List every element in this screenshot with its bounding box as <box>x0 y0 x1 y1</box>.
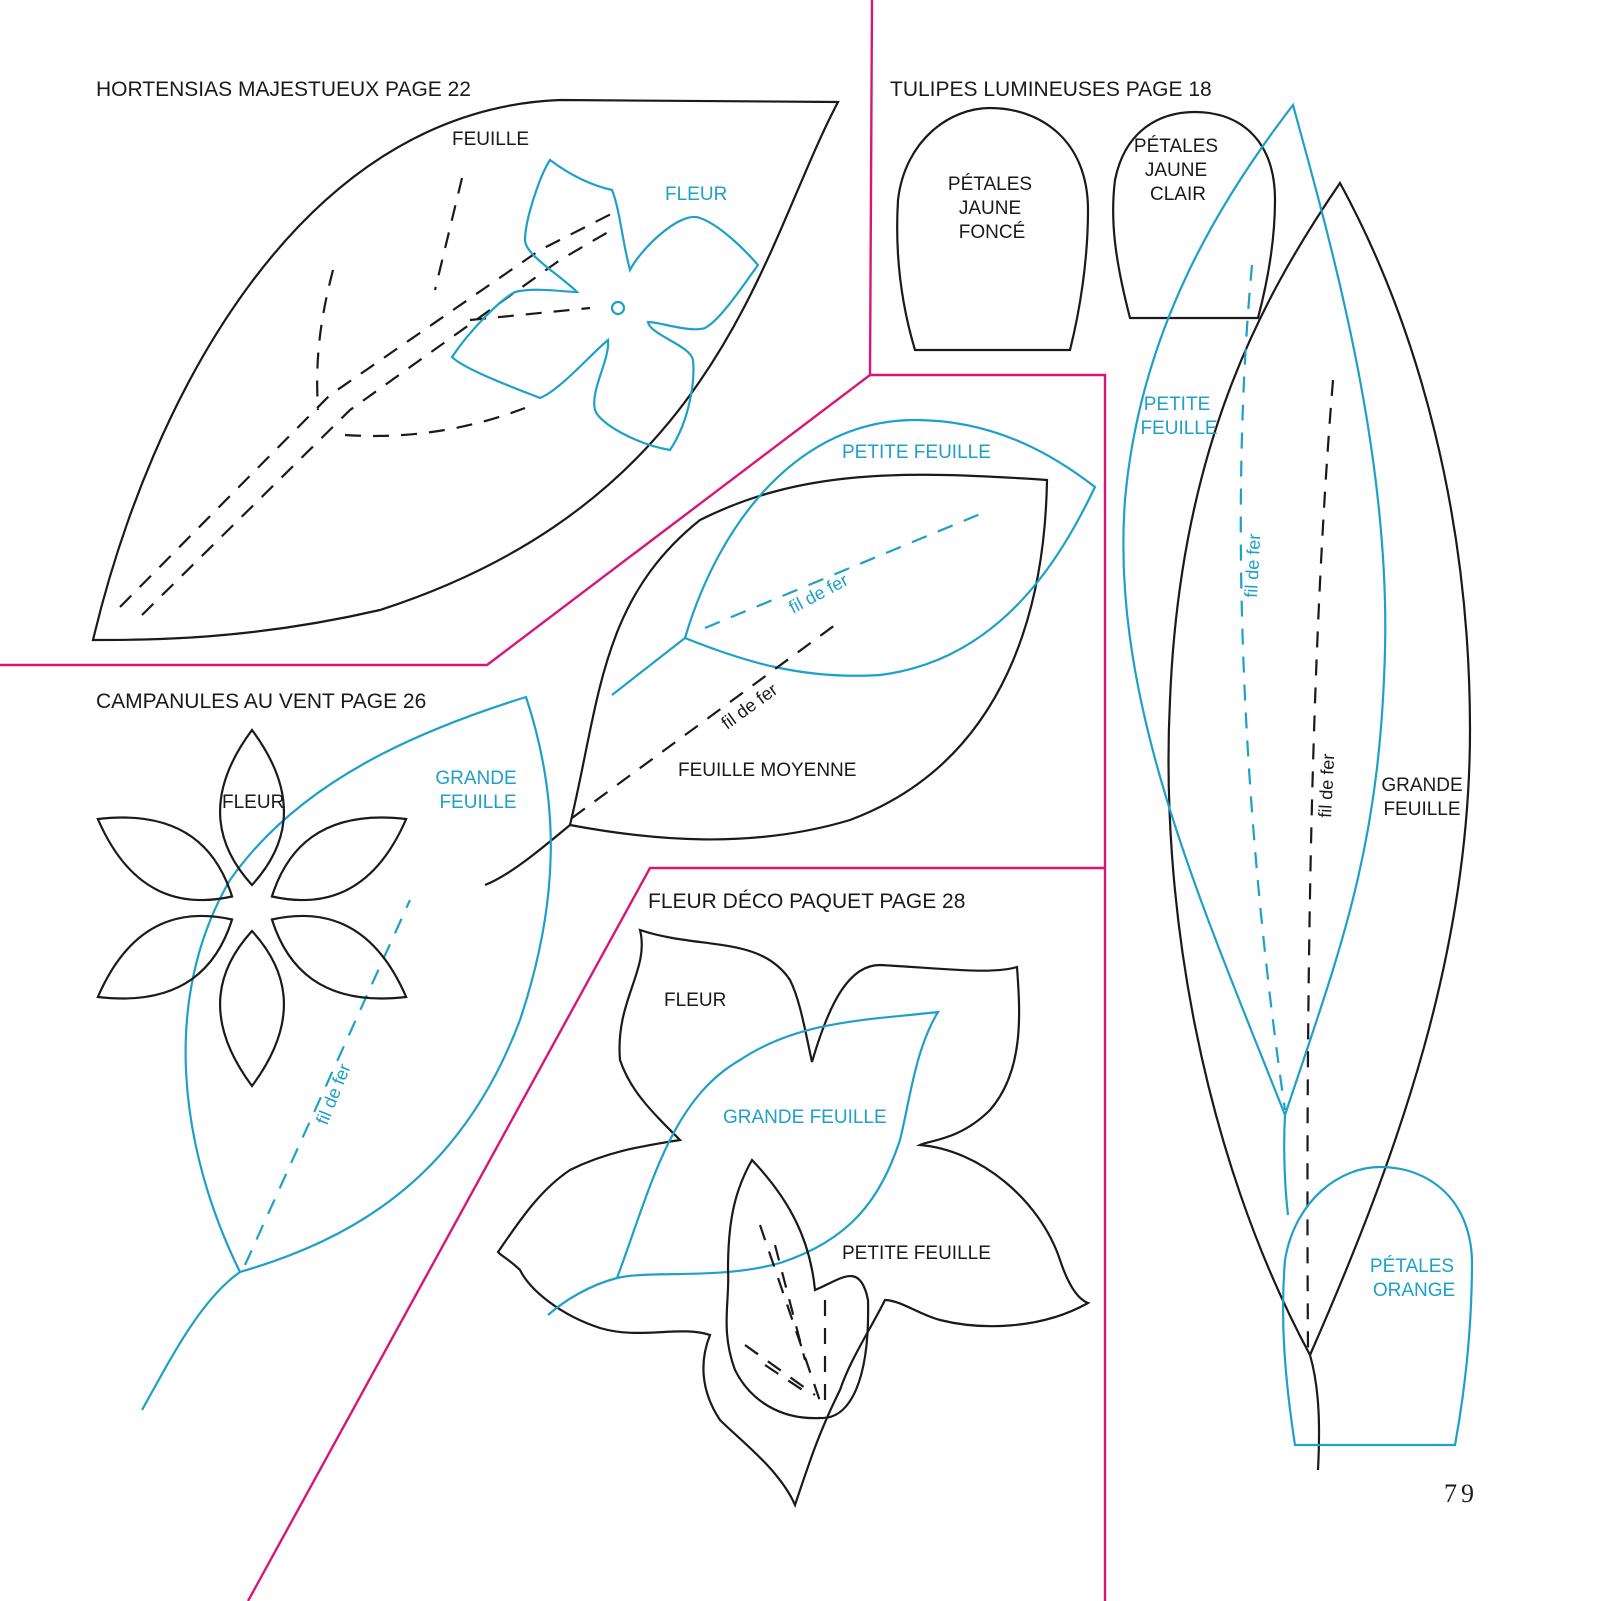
flower-shape <box>496 928 1091 1509</box>
label-jaune: JAUNE <box>1145 160 1207 181</box>
label-petales: PÉTALES <box>948 174 1032 195</box>
label-grande: GRANDE <box>1381 775 1462 796</box>
label-petales: PÉTALES <box>1370 1256 1454 1277</box>
label-fleur: FLEUR <box>665 184 727 205</box>
label-clair: CLAIR <box>1150 184 1206 205</box>
section-title: FLEUR DÉCO PAQUET PAGE 28 <box>648 890 965 913</box>
fleur-deco-section: FLEUR DÉCO PAQUET PAGE 28 FLEUR GRANDE F… <box>496 890 1091 1509</box>
campanules-section: CAMPANULES AU VENT PAGE 26 FLEUR GRANDE … <box>96 690 552 1411</box>
flower-shape <box>450 158 760 452</box>
label-petite: PETITE <box>1144 394 1211 415</box>
label-fleur: FLEUR <box>664 990 726 1011</box>
section-dividers <box>0 0 1107 1601</box>
section-title: CAMPANULES AU VENT PAGE 26 <box>96 690 426 713</box>
wire-label: fil de fer <box>1315 753 1338 818</box>
label-grande-feuille: GRANDE FEUILLE <box>723 1107 887 1128</box>
label-feuille: FEUILLE <box>1383 799 1460 820</box>
label-fonce: FONCÉ <box>959 222 1026 243</box>
tulipes-section: TULIPES LUMINEUSES PAGE 18 PÉTALES JAUNE… <box>890 78 1474 1471</box>
label-orange: ORANGE <box>1373 1280 1455 1301</box>
hortensias-section: HORTENSIAS MAJESTUEUX PAGE 22 FEUILLE FL… <box>91 78 840 642</box>
section-title: HORTENSIAS MAJESTUEUX PAGE 22 <box>96 78 471 101</box>
wire-label: fil de fer <box>1241 533 1264 598</box>
leaf-shape <box>91 98 840 642</box>
wire-label: fil de fer <box>312 1061 355 1128</box>
label-petales: PÉTALES <box>1134 136 1218 157</box>
label-feuille-moyenne: FEUILLE MOYENNE <box>678 760 856 781</box>
label-petite-feuille: PETITE FEUILLE <box>842 442 991 463</box>
label-jaune: JAUNE <box>959 198 1021 219</box>
label-feuille: FEUILLE <box>1140 418 1217 439</box>
label-feuille: FEUILLE <box>452 129 529 150</box>
label-feuille: FEUILLE <box>439 792 516 813</box>
label-fleur: FLEUR <box>222 792 284 813</box>
wire-label: fil de fer <box>785 570 851 618</box>
wire-label: fil de fer <box>718 679 782 733</box>
section-title: TULIPES LUMINEUSES PAGE 18 <box>890 78 1212 101</box>
middle-leaves: PETITE FEUILLE FEUILLE MOYENNE fil de fe… <box>484 418 1097 887</box>
label-petite-feuille: PETITE FEUILLE <box>842 1243 991 1264</box>
flower-shape <box>96 728 408 1088</box>
page-number: 79 <box>1444 1479 1478 1508</box>
label-grande: GRANDE <box>435 768 516 789</box>
